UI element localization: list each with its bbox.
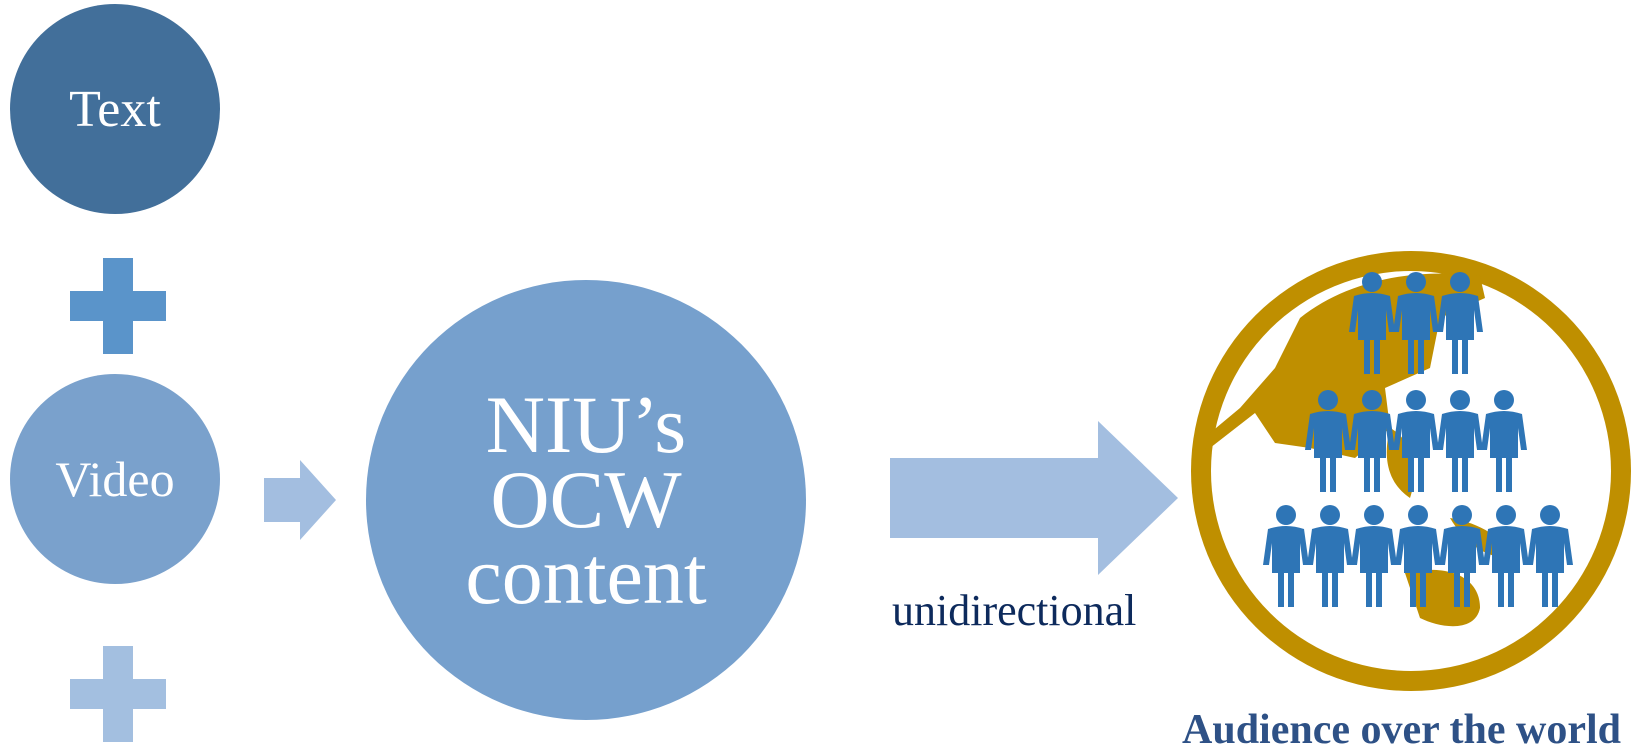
text-node: Text: [10, 4, 220, 214]
audience-label: Audience over the world: [1182, 707, 1622, 753]
content-line-3: content: [465, 529, 707, 621]
direction-label: unidirectional: [892, 586, 1137, 635]
arrow-right-icon-small: [264, 460, 336, 540]
content-line-1: NIU’s: [485, 378, 687, 470]
globe-with-people-icon: [1191, 251, 1631, 691]
plus-icon-bottom: [70, 646, 166, 742]
arrow-right-icon-large: [890, 421, 1178, 575]
content-line-2: OCW: [490, 454, 682, 546]
content-node: NIU’s OCW content: [366, 280, 806, 720]
plus-icon-top: [70, 258, 166, 354]
text-node-label: Text: [69, 80, 161, 138]
video-node: Video: [10, 374, 220, 584]
video-node-label: Video: [55, 451, 175, 507]
